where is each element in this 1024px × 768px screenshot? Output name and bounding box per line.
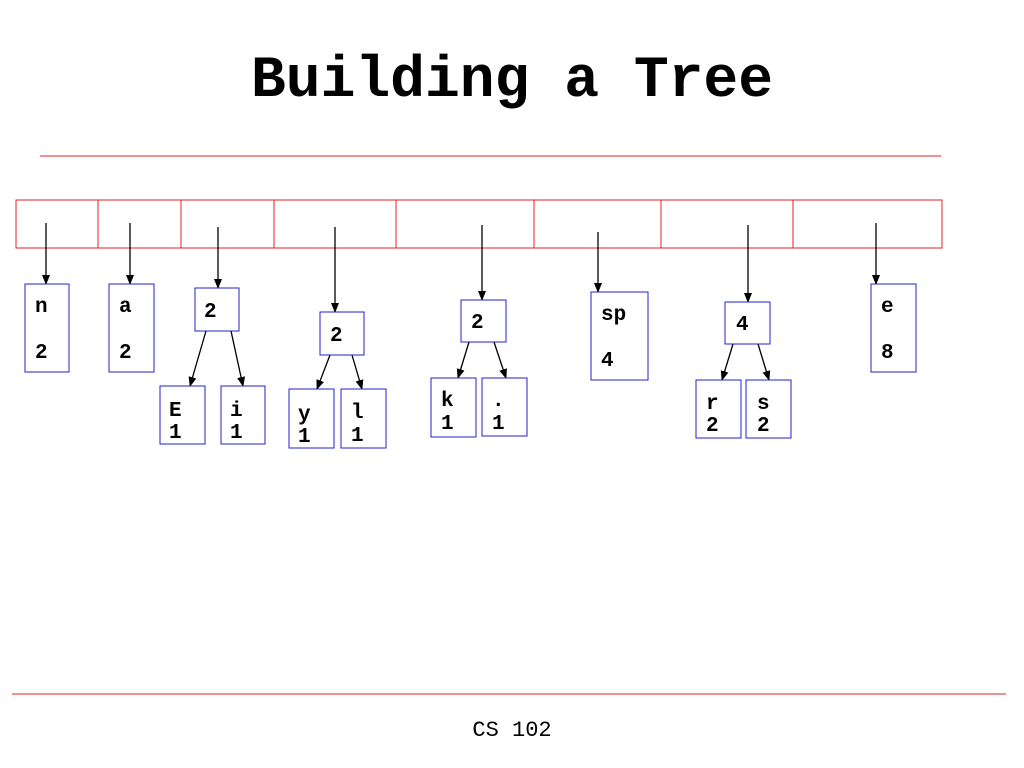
node-E-count: 1 <box>169 422 182 445</box>
node-k-symbol: k <box>441 390 454 413</box>
tree-edge <box>757 343 771 381</box>
node-a <box>108 283 155 373</box>
queue-slot <box>792 199 943 249</box>
node-s <box>745 379 792 439</box>
queue-pointers <box>42 223 880 313</box>
node-y-count: 1 <box>298 426 311 449</box>
node-dot-symbol: . <box>492 390 505 413</box>
tree-edges <box>188 330 771 390</box>
node-k <box>430 377 477 438</box>
node-l <box>340 388 387 449</box>
tree-edge <box>230 330 245 387</box>
node-i-symbol: i <box>230 400 243 423</box>
slide-title: Building a Tree <box>250 49 774 114</box>
node-e-symbol: e <box>881 296 894 319</box>
node-E-symbol: E <box>169 400 182 423</box>
node-sp-count: 4 <box>601 350 614 373</box>
node-internal-2b <box>319 311 365 356</box>
node-n-symbol: n <box>35 296 48 319</box>
node-internal-2a-weight: 2 <box>204 301 217 324</box>
node-s-count: 2 <box>757 415 770 438</box>
node-sp-symbol: sp <box>601 304 626 327</box>
node-k-count: 1 <box>441 413 454 436</box>
tree-nodes <box>24 283 917 449</box>
node-sp <box>590 291 649 381</box>
tree-edge <box>456 341 470 379</box>
queue-slot <box>660 199 794 249</box>
node-internal-2a <box>194 287 240 332</box>
node-internal-2c <box>460 299 507 343</box>
tree-edge <box>351 354 364 390</box>
node-internal-4-weight: 4 <box>736 314 749 337</box>
node-i <box>220 385 266 445</box>
node-r <box>695 379 742 439</box>
tree-edge <box>493 341 507 379</box>
node-n-count: 2 <box>35 342 48 365</box>
course-label: CS 102 <box>472 718 552 743</box>
node-a-symbol: a <box>119 296 132 319</box>
tree-edge <box>720 343 734 381</box>
node-labels: n 2 a 2 2 E 1 i 1 2 y 1 l 1 2 k 1 . 1 sp… <box>35 296 894 449</box>
node-e <box>870 283 917 373</box>
tree-edge <box>316 354 331 390</box>
priority-queue <box>15 199 943 249</box>
node-internal-4 <box>724 301 771 345</box>
node-n <box>24 283 70 373</box>
node-r-count: 2 <box>706 415 719 438</box>
node-l-count: 1 <box>351 425 364 448</box>
node-internal-2c-weight: 2 <box>471 312 484 335</box>
node-l-symbol: l <box>351 402 364 425</box>
node-y-symbol: y <box>298 404 311 427</box>
node-r-symbol: r <box>706 393 719 416</box>
node-y <box>288 388 335 449</box>
queue-slot <box>15 199 99 249</box>
node-s-symbol: s <box>757 393 770 416</box>
node-e-count: 8 <box>881 342 894 365</box>
node-a-count: 2 <box>119 342 132 365</box>
tree-edge <box>188 330 207 387</box>
queue-slot <box>180 199 275 249</box>
node-i-count: 1 <box>230 422 243 445</box>
node-dot-count: 1 <box>492 413 505 436</box>
node-internal-2b-weight: 2 <box>330 325 343 348</box>
queue-slot <box>395 199 535 249</box>
node-dot <box>481 377 528 437</box>
queue-slot <box>97 199 182 249</box>
node-E <box>159 385 206 445</box>
